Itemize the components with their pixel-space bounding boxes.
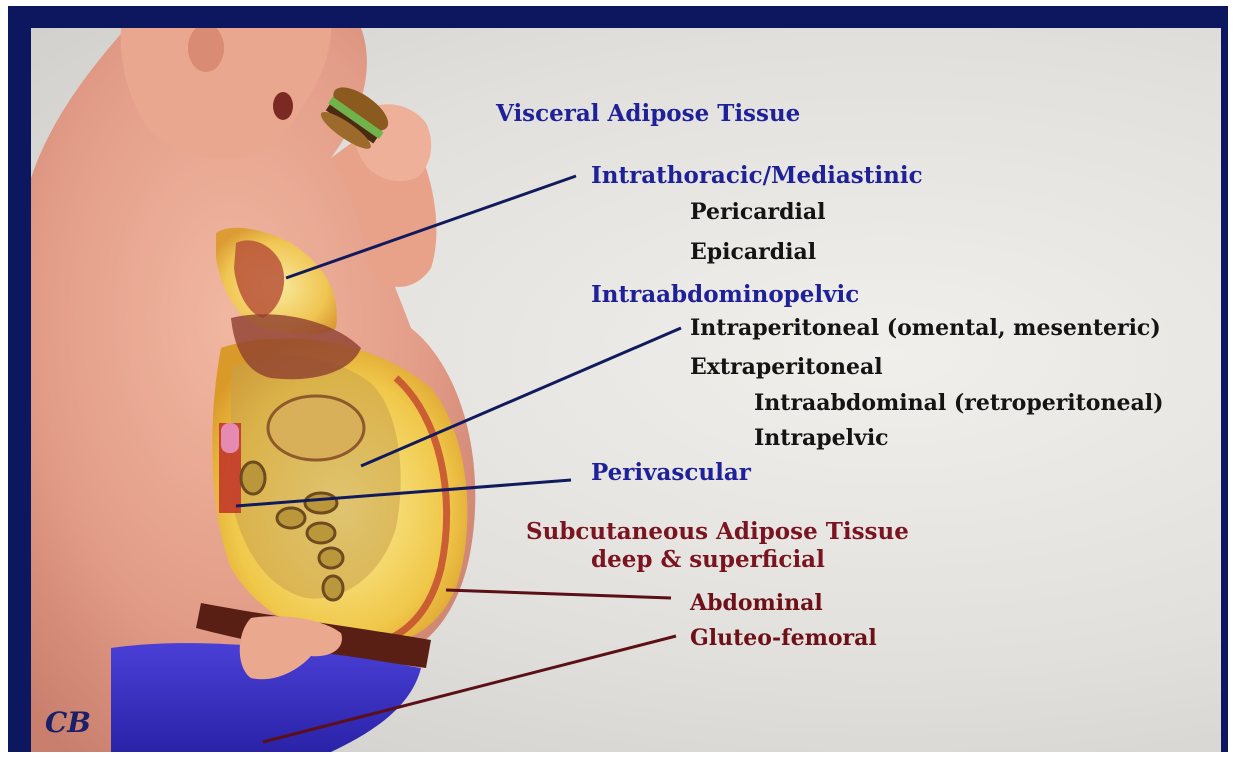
label-abdominal: Abdominal	[690, 590, 823, 616]
label-gluteo-femoral: Gluteo-femoral	[690, 625, 877, 651]
illustration-canvas: Visceral Adipose Tissue Intrathoracic/Me…	[31, 28, 1221, 752]
label-pericardial: Pericardial	[690, 199, 826, 225]
stomach	[268, 396, 364, 460]
label-intraabdominopelvic: Intraabdominopelvic	[591, 281, 859, 308]
kidney	[221, 423, 239, 453]
label-intrapelvic: Intrapelvic	[754, 425, 889, 451]
image-frame: Visceral Adipose Tissue Intrathoracic/Me…	[8, 6, 1228, 752]
label-extraperitoneal: Extraperitoneal	[690, 354, 883, 380]
label-perivascular: Perivascular	[591, 459, 751, 486]
label-intraabdominal: Intraabdominal (retroperitoneal)	[754, 390, 1164, 416]
label-epicardial: Epicardial	[690, 239, 816, 265]
artist-signature: CB	[45, 706, 91, 739]
open-mouth	[273, 92, 293, 120]
label-intrathoracic: Intrathoracic/Mediastinic	[591, 162, 923, 189]
subcutaneous-title: Subcutaneous Adipose Tissue	[526, 518, 909, 545]
leader-abdominal	[446, 590, 671, 598]
label-intraperitoneal: Intraperitoneal (omental, mesenteric)	[690, 315, 1161, 341]
subcutaneous-subtitle: deep & superficial	[591, 546, 825, 573]
visceral-title: Visceral Adipose Tissue	[496, 100, 800, 127]
